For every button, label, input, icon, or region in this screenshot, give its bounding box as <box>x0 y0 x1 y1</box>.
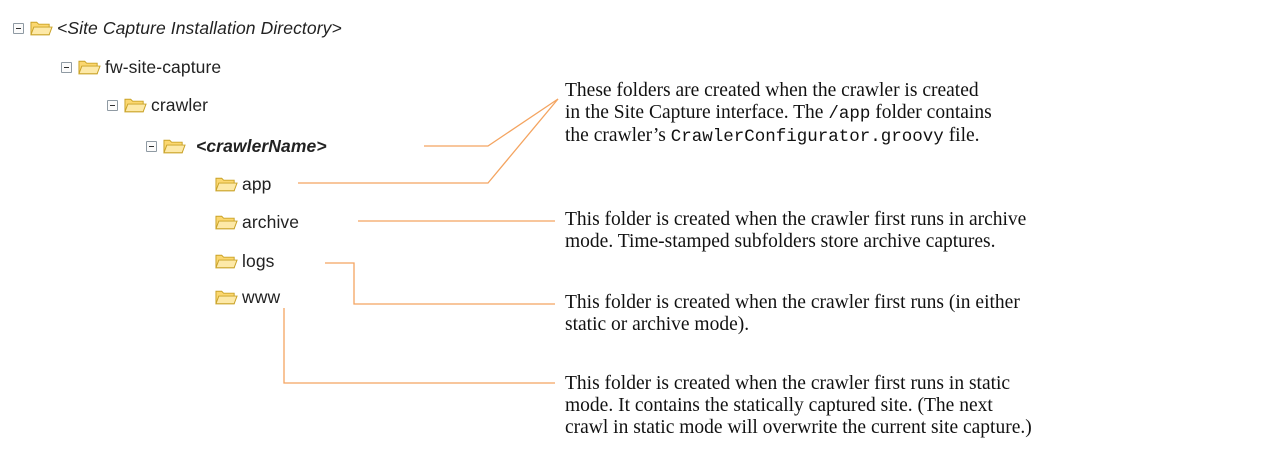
callout-app: These folders are created when the crawl… <box>565 80 992 148</box>
collapse-toggle-icon[interactable] <box>146 140 157 152</box>
folder-open-icon <box>215 254 238 269</box>
callout-line: in the Site Capture interface. The /app … <box>565 102 992 124</box>
tree-node-root[interactable]: <Site Capture Installation Directory> <box>13 16 342 40</box>
tree-node-app[interactable]: app <box>215 172 272 196</box>
leader-line-app <box>298 98 559 184</box>
tree-node-label: <crawlerName> <box>196 135 327 156</box>
folder-open-icon <box>78 60 101 75</box>
leader-line-logs <box>325 262 555 305</box>
folder-open-icon <box>215 290 238 305</box>
tree-node-label: crawler <box>151 94 209 115</box>
callout-line: static or archive mode). <box>565 314 750 335</box>
folder-open-icon <box>30 21 53 36</box>
leader-line-www <box>283 308 555 384</box>
folder-open-icon <box>215 215 238 230</box>
tree-node-label: fw-site-capture <box>105 56 222 77</box>
callout-line: mode. Time-stamped subfolders store arch… <box>565 231 996 252</box>
tree-node-crawler[interactable]: crawler <box>107 93 208 117</box>
callout-line: These folders are created when the crawl… <box>565 80 979 101</box>
tree-node-crawlername[interactable]: <crawlerName> <box>146 134 327 158</box>
collapse-toggle-icon[interactable] <box>13 22 24 34</box>
folder-open-icon <box>215 177 238 192</box>
leader-line-crawlername <box>424 98 559 147</box>
code-text: CrawlerConfigurator.groovy <box>670 127 944 147</box>
tree-node-www[interactable]: www <box>215 285 280 309</box>
callout-www: This folder is created when the crawler … <box>565 373 1032 439</box>
callout-line: This folder is created when the crawler … <box>565 292 1020 313</box>
tree-node-label: <Site Capture Installation Directory> <box>57 17 342 38</box>
collapse-toggle-icon[interactable] <box>107 99 118 111</box>
tree-node-label: www <box>242 286 281 307</box>
tree-node-label: logs <box>242 250 275 271</box>
collapse-toggle-icon[interactable] <box>61 61 72 73</box>
tree-node-logs[interactable]: logs <box>215 249 275 273</box>
folder-open-icon <box>163 139 186 154</box>
tree-node-archive[interactable]: archive <box>215 210 299 234</box>
callout-logs: This folder is created when the crawler … <box>565 292 1020 336</box>
callout-line: This folder is created when the crawler … <box>565 209 1027 230</box>
callout-line: crawl in static mode will overwrite the … <box>565 417 1032 438</box>
tree-node-fw-site-capture[interactable]: fw-site-capture <box>61 55 221 79</box>
callout-archive: This folder is created when the crawler … <box>565 209 1026 253</box>
callout-line: the crawler’s CrawlerConfigurator.groovy… <box>565 125 980 147</box>
callout-line: This folder is created when the crawler … <box>565 373 1011 394</box>
folder-open-icon <box>124 98 147 113</box>
tree-node-label: archive <box>242 211 300 232</box>
callout-line: mode. It contains the statically capture… <box>565 395 993 416</box>
tree-node-label: app <box>242 173 272 194</box>
code-text: /app <box>828 104 871 124</box>
